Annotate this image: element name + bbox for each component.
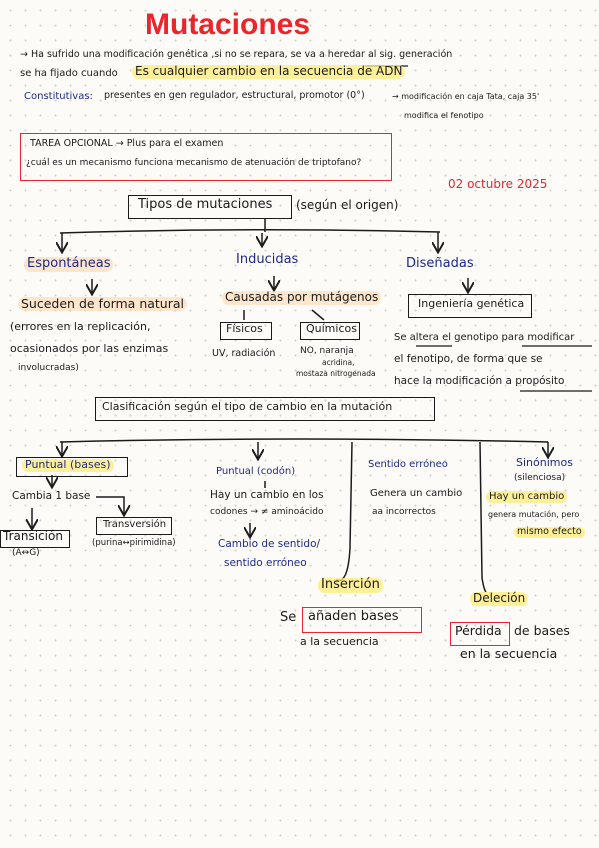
classification-header: Clasificación según el tipo de cambio en… [102, 400, 393, 413]
spontaneous-desc-3: ocasionados por las enzimas [10, 342, 169, 355]
physical-examples: UV, radiación [212, 348, 276, 359]
punctual-codon-result-1: Cambio de sentido/ [218, 538, 321, 550]
chemical-box [300, 322, 360, 340]
insertion-label: Inserción [318, 577, 383, 593]
chemical-label: Químicos [306, 322, 357, 335]
intro-line-1: → Ha sufrido una modificación genética ,… [20, 49, 453, 60]
punctual-bases-box [16, 457, 128, 477]
insertion-boxed-frame [302, 607, 422, 633]
synonymous-desc-1: Hay un cambio [486, 491, 568, 503]
deletion-label: Deleción [470, 591, 529, 606]
task-line-1: TAREA OPCIONAL → Plus para el examen [30, 138, 224, 149]
chemical-examples-1: NO, naranja [300, 346, 354, 356]
physical-label: Físicos [226, 322, 263, 335]
designed-desc-2: el fenotipo, de forma que se [394, 353, 543, 365]
deletion-desc-2: en la secuencia [460, 646, 558, 661]
spontaneous-label: Espontáneas [24, 256, 114, 272]
punctual-codon-result-2: sentido erróneo [224, 557, 307, 569]
intro-constitutive-mod: → modificación en caja Tata, caja 35' [392, 92, 540, 101]
punctual-codon-label: Puntual (codón) [216, 466, 296, 477]
transversion-label: Transversión [103, 519, 167, 530]
task-box [20, 133, 392, 181]
deletion-boxed-frame [450, 622, 510, 646]
punctual-bases-label: Puntual (bases) [22, 458, 114, 472]
date: 02 octubre 2025 [448, 177, 548, 191]
origin-header: Tipos de mutaciones [138, 197, 273, 212]
transition-label: Transición [3, 529, 63, 543]
intro-constitutive-desc: presentes en gen regulador, estructural,… [104, 90, 365, 101]
designed-desc-1: Se altera el genotipo para modificar [394, 332, 575, 343]
wrong-sense-desc-2: aa incorrectos [372, 507, 436, 517]
induced-desc: Causadas por mutágenos [222, 290, 382, 305]
punctual-bases-desc: Cambia 1 base [12, 490, 91, 502]
transition-examples: (A↔G) [12, 548, 40, 558]
synonymous-sub: (silenciosa) [514, 473, 566, 483]
physical-box [220, 322, 272, 340]
transversion-box [96, 517, 172, 535]
designed-desc-3: hace la modificación a propósito [394, 375, 565, 387]
origin-subheader: (según el origen) [296, 198, 399, 212]
classification-header-box [95, 397, 435, 421]
chemical-examples-3: mostaza nitrogenada [296, 369, 376, 378]
synonymous-desc-3: mismo efecto [514, 526, 585, 538]
designed-label: Diseñadas [406, 256, 474, 271]
spontaneous-desc-4: involucradas) [18, 363, 79, 373]
intro-line-2-a: se ha fijado cuando [20, 68, 118, 79]
transition-box [0, 530, 70, 548]
genetic-engineering-box [408, 294, 532, 318]
spontaneous-desc: Suceden de forma natural [18, 296, 187, 312]
transversion-examples: (purina↔pirimidina) [92, 538, 176, 548]
insertion-boxed: añaden bases [308, 609, 399, 624]
intro-constitutive-fenotipo: modifica el fenotipo [404, 111, 484, 120]
genetic-engineering: Ingeniería genética [418, 297, 525, 310]
chemical-examples-2: acridina, [322, 358, 355, 367]
synonymous-label: Sinónimos [516, 456, 573, 469]
spontaneous-desc-2: (errores en la replicación, [10, 320, 151, 333]
punctual-codon-desc-2: codones → ≠ aminoácido [210, 507, 324, 517]
intro-definition: Es cualquier cambio en la secuencia de A… [132, 64, 406, 79]
induced-label: Inducidas [236, 252, 299, 267]
wrong-sense-label: Sentido erróneo [368, 459, 448, 470]
page-title: Mutaciones [145, 8, 311, 41]
punctual-codon-desc-1: Hay un cambio en los [210, 489, 324, 501]
wrong-sense-desc-1: Genera un cambio [370, 488, 463, 499]
insertion-desc: a la secuencia [300, 635, 379, 648]
deletion-desc-1: de bases [514, 623, 570, 638]
origin-header-box [128, 195, 292, 219]
task-line-2: ¿cuál es un mecanismo funciona mecanismo… [26, 158, 362, 168]
deletion-boxed: Pérdida [455, 623, 502, 638]
intro-constitutive-label: Constitutivas: [24, 91, 93, 102]
insertion-se: Se [280, 610, 297, 625]
synonymous-desc-2: genera mutación, pero [488, 510, 580, 519]
